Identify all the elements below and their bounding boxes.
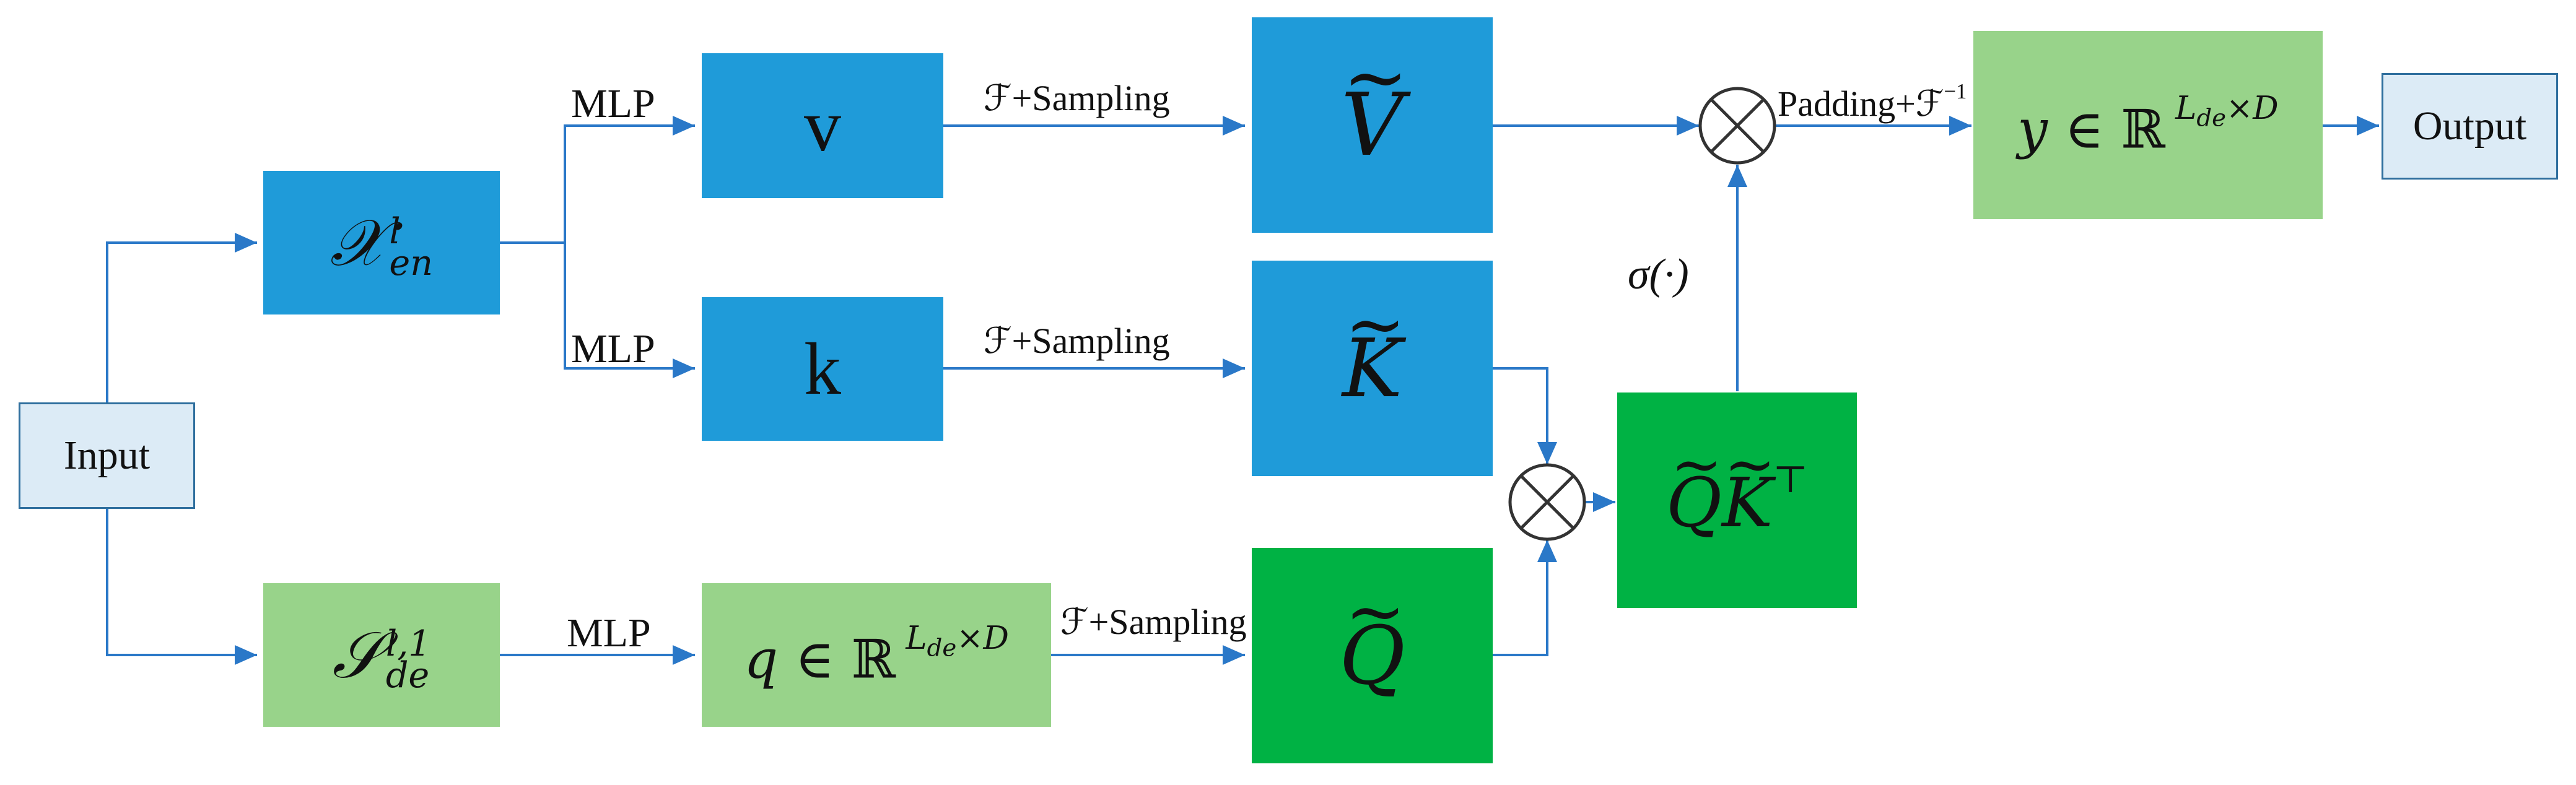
arrow-qt-to-mult2 — [1493, 540, 1557, 656]
qk-box: QK⊤ — [1617, 392, 1857, 608]
multiply-op-top — [1698, 87, 1776, 165]
qk-math: QK⊤ — [1666, 458, 1808, 542]
q-exp-de: de — [927, 634, 957, 662]
vt-label: V — [1341, 75, 1404, 176]
padding-sup: −1 — [1944, 79, 1967, 103]
arrow-input-to-xen — [106, 233, 257, 402]
multiply-op-bottom — [1508, 463, 1586, 541]
f-sampling-mid-label: ℱ+Sampling — [984, 321, 1170, 361]
q-box: q ∈ ℝ Lde×D — [702, 583, 1051, 727]
sigma-label: σ(·) — [1628, 251, 1689, 298]
arrow-xen-to-v — [564, 116, 695, 243]
qt-label: Q — [1339, 609, 1405, 703]
y-math: y ∈ ℝ Lde×D — [2017, 90, 2278, 160]
arrow-xen-to-k — [564, 243, 695, 378]
q-math: q ∈ ℝ Lde×D — [744, 620, 1009, 690]
sde-sup: l,1 — [385, 623, 431, 664]
y-exp-de: de — [2196, 104, 2227, 132]
xen-box: 𝒳 l en — [263, 171, 500, 314]
input-box: Input — [19, 402, 195, 509]
y-in: ∈ — [2064, 98, 2104, 161]
padding-text: Padding+ℱ — [1778, 83, 1944, 124]
sde-box: 𝒮 l,1 de — [263, 583, 500, 727]
y-exp-l: L — [2175, 89, 2197, 127]
output-label: Output — [2412, 103, 2527, 149]
mlp-mid-label: MLP — [571, 326, 655, 371]
qt-box: Q — [1252, 548, 1493, 763]
kt-label: K — [1342, 321, 1402, 415]
f-sampling-bottom-label: ℱ+Sampling — [1060, 602, 1247, 642]
xen-math: 𝒳 l en — [330, 204, 434, 284]
xen-base: 𝒳 — [330, 204, 386, 280]
mlp-top-label: MLP — [571, 81, 655, 126]
q-exp-l: L — [906, 619, 927, 657]
y-exp-rest: ×D — [2226, 89, 2279, 127]
sde-sub: de — [385, 655, 430, 696]
q-var: q — [744, 628, 779, 691]
padding-label: Padding+ℱ−1 — [1778, 79, 1967, 124]
xen-sup: l — [389, 210, 401, 252]
mlp-bottom-label: MLP — [567, 610, 651, 656]
sde-math: 𝒮 l,1 de — [332, 617, 431, 696]
v-label: v — [804, 84, 841, 167]
f-sampling-top-label: ℱ+Sampling — [984, 78, 1170, 118]
qk-transpose: ⊤ — [1773, 458, 1809, 502]
k-label: k — [804, 327, 841, 410]
output-box: Output — [2382, 73, 2558, 180]
arrow-kt-to-mult2 — [1493, 367, 1557, 464]
vt-box: V — [1252, 17, 1493, 233]
k-box: k — [702, 297, 943, 441]
v-box: v — [702, 53, 943, 198]
q-set: ℝ — [851, 628, 896, 691]
y-box: y ∈ ℝ Lde×D — [1973, 31, 2323, 219]
y-var: y — [2017, 98, 2048, 161]
input-label: Input — [63, 433, 151, 478]
sde-base: 𝒮 — [332, 617, 382, 693]
q-exp-rest: ×D — [956, 619, 1009, 657]
qk-k: K — [1722, 463, 1773, 542]
qk-q: Q — [1666, 463, 1722, 542]
q-in: ∈ — [795, 628, 835, 691]
kt-box: K — [1252, 261, 1493, 476]
y-set: ℝ — [2121, 98, 2165, 161]
arrow-input-to-sde — [106, 509, 257, 665]
xen-sub: en — [389, 243, 434, 284]
